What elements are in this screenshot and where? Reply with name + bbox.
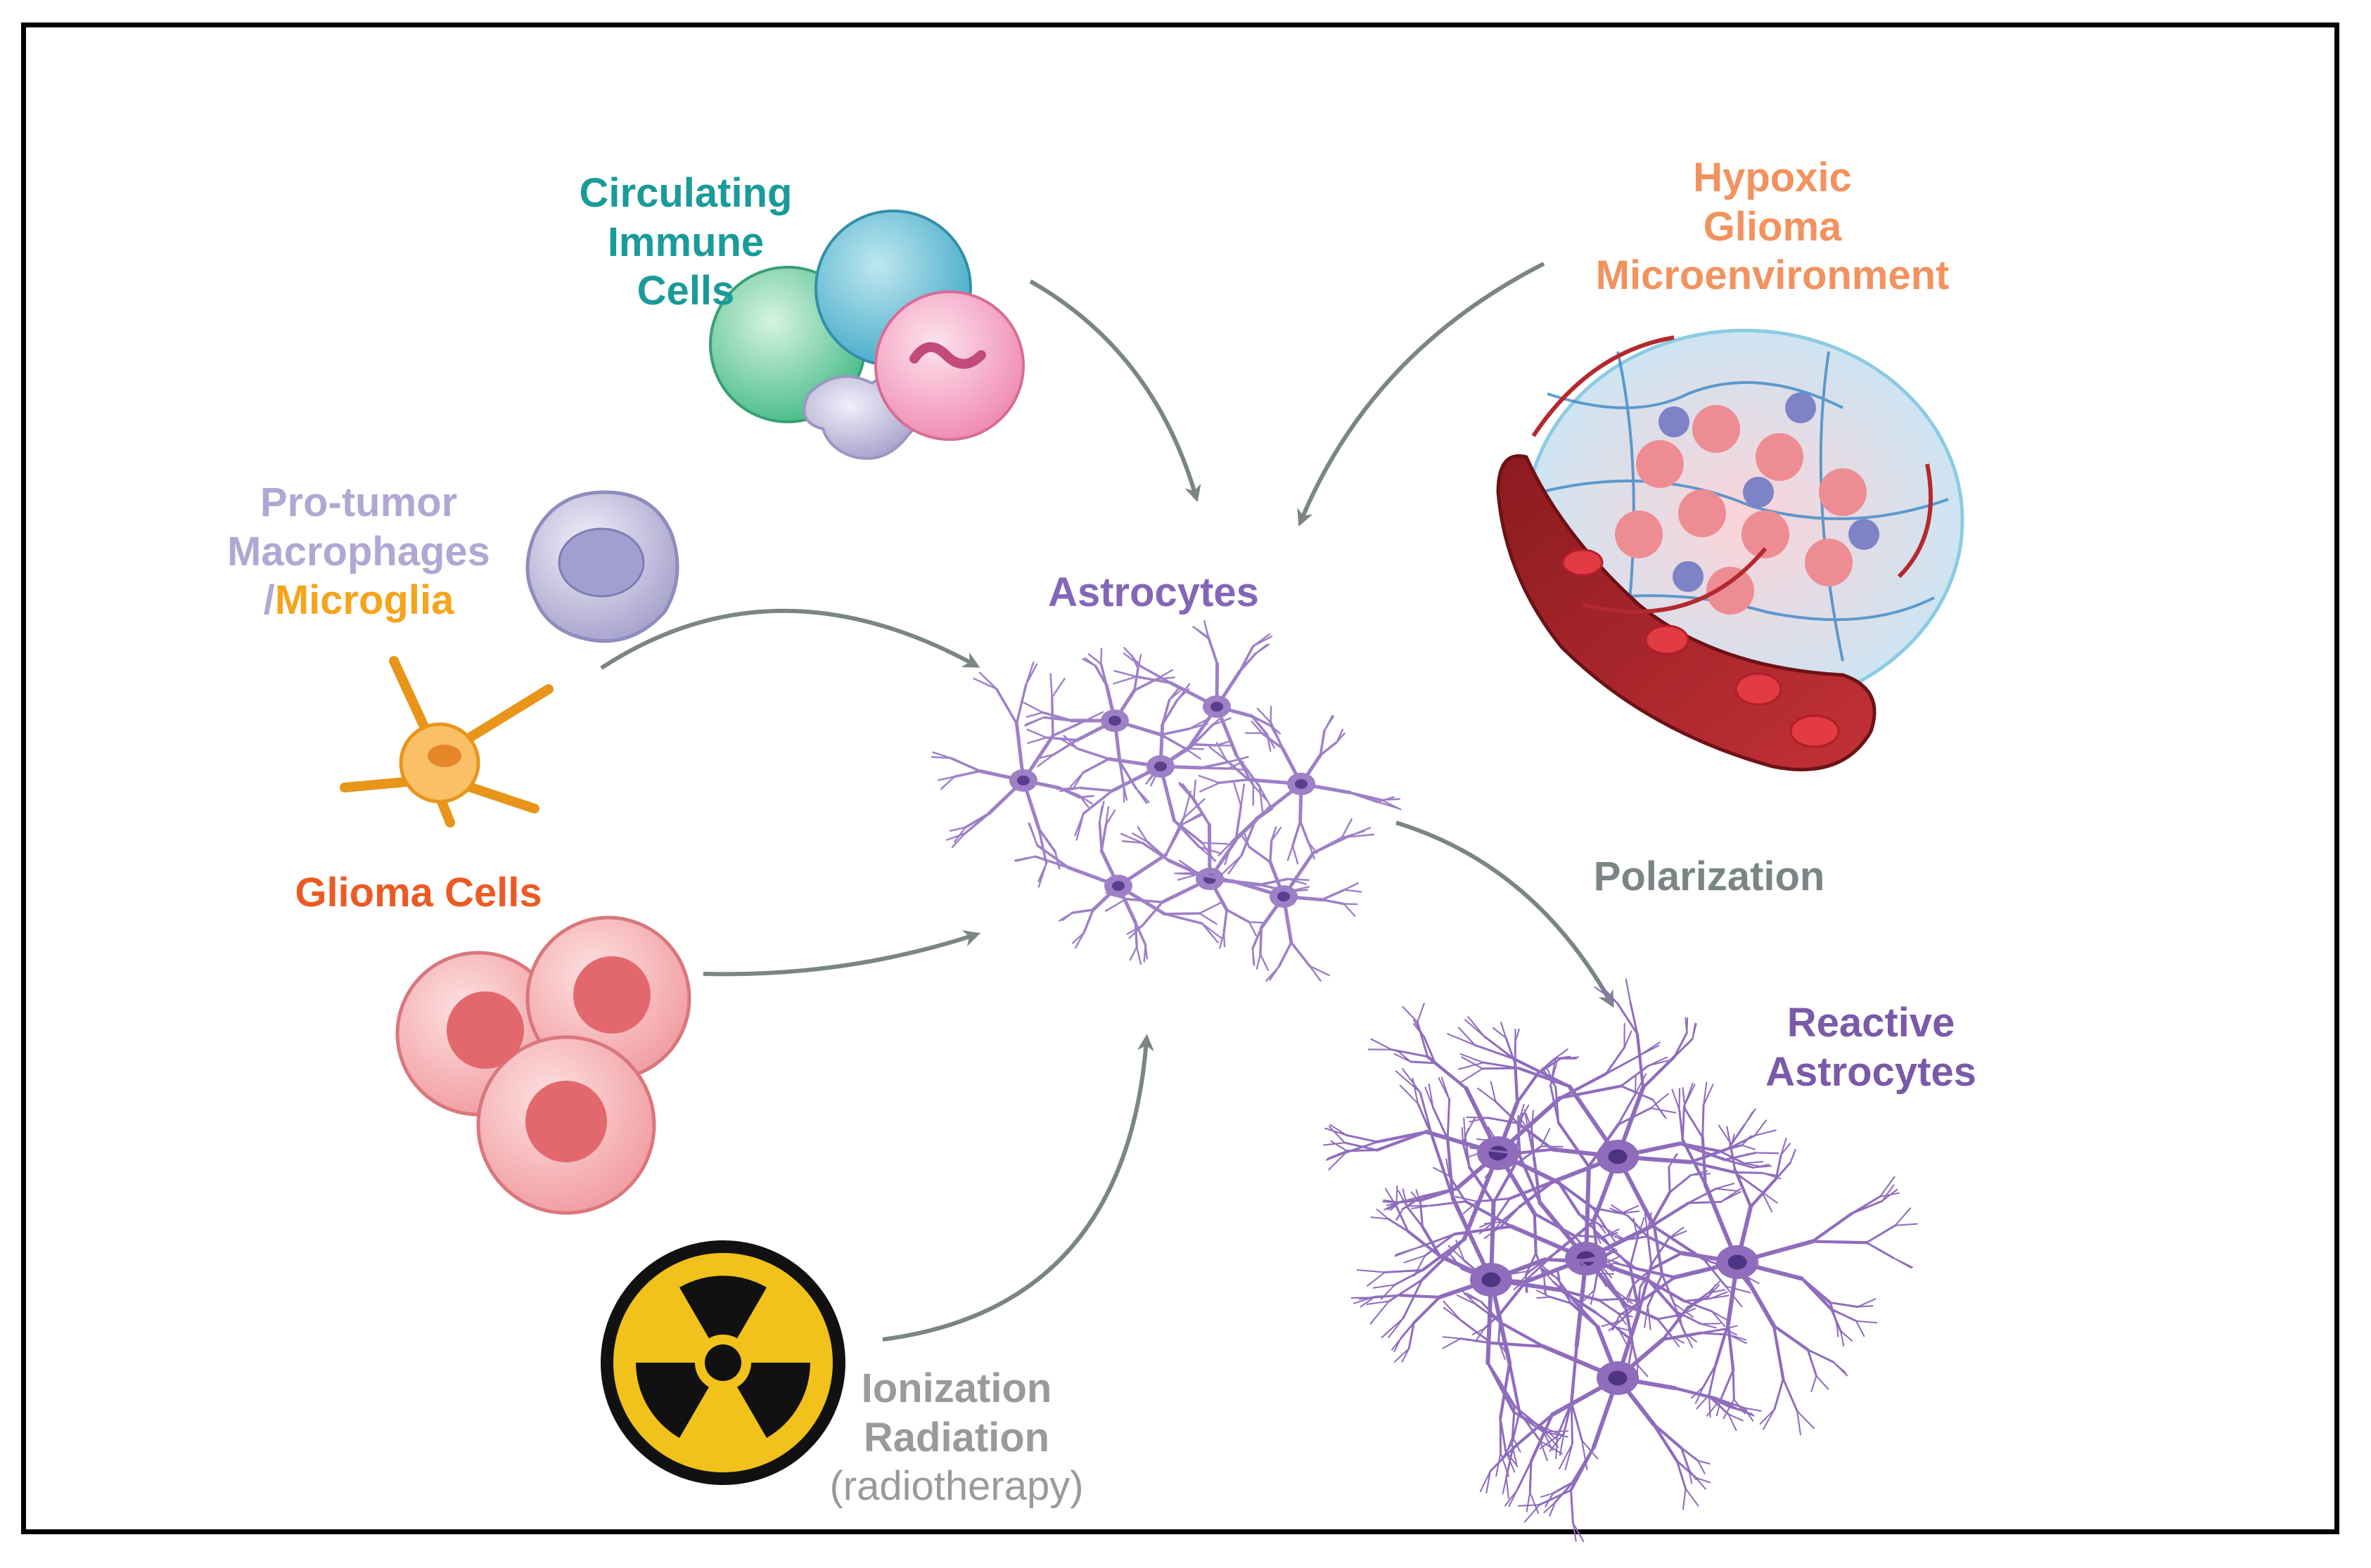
arrow-immune-to-astrocytes [1029, 279, 1201, 503]
astrocytes-label: Astrocytes [1048, 570, 1259, 615]
hypoxic-line-1: Hypoxic [1693, 155, 1852, 200]
macrophages-microglia-label: Pro-tumor Macrophages /Microglia [211, 478, 506, 625]
radiation-line-1: Ionization [861, 1365, 1052, 1411]
radiation-hazard-icon [601, 1240, 845, 1485]
arrows-group [600, 262, 1614, 1342]
hypoxic-tumor-illustration [1496, 328, 1964, 771]
circulating-line-3: Cells [637, 268, 735, 314]
circulating-immune-cells-label: Circulating Immune Cells [549, 169, 823, 316]
arrow-radiation-to-astrocytes [882, 1034, 1154, 1342]
polarization-label: Polarization [1593, 854, 1825, 899]
arrow-macrophages-to-astrocytes [600, 608, 980, 670]
reactive-line-2: Astrocytes [1765, 1048, 1976, 1095]
circulating-immune-cells-illustration [709, 210, 1025, 460]
macro-line-2: Macrophages [227, 528, 490, 574]
glioma-cells-illustration [395, 915, 691, 1215]
hypoxic-line-2: Glioma [1703, 203, 1842, 250]
arrow-hypoxia-to-astrocytes [1297, 262, 1545, 527]
circulating-line-2: Immune [607, 219, 765, 265]
macro-line-3: /Microglia [211, 576, 506, 625]
microglia-text: Microglia [274, 577, 454, 624]
microglia-illustration [340, 656, 554, 828]
hypoxic-line-3: Microenvironment [1595, 252, 1950, 299]
macro-line-1: Pro-tumor [260, 480, 458, 525]
radiation-label: Ionization Radiation (radiotherapy) [795, 1364, 1118, 1511]
hypoxic-glioma-label: Hypoxic Glioma Microenvironment [1568, 153, 1976, 300]
radiation-line-2: Radiation [863, 1414, 1050, 1460]
astrocytes-network-illustration [931, 619, 1402, 982]
glioma-cells-label: Glioma Cells [295, 870, 542, 915]
neutrophil-icon [874, 290, 1025, 441]
reactive-astrocytes-label: Reactive Astrocytes [1737, 998, 2005, 1096]
radiation-line-3: (radiotherapy) [829, 1463, 1084, 1510]
macrophage-illustration [525, 490, 679, 643]
circulating-line-1: Circulating [579, 170, 793, 216]
reactive-line-1: Reactive [1787, 1000, 1955, 1046]
figure-frame [21, 23, 2339, 1534]
macro-slash: / [263, 577, 275, 624]
arrow-polarization [1395, 821, 1614, 1008]
arrow-glioma-to-astrocytes [703, 930, 981, 977]
reactive-astrocytes-network-illustration [1323, 978, 1918, 1543]
